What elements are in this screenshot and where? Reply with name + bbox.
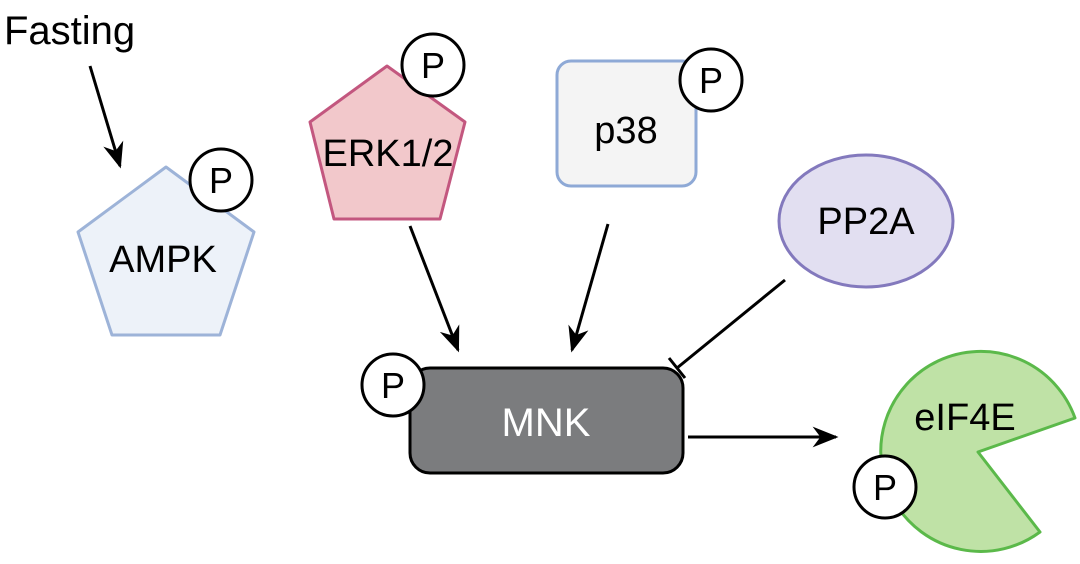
phospho-circle [678,47,744,113]
ampk-node: AMPK P [76,147,256,337]
phospho-label: P [699,60,723,101]
erk-node: ERK1/2 P [308,32,467,221]
phospho-circle [852,454,918,520]
eif4e-node: eIF4E P [852,349,1077,553]
erk-to-mnk-arrow [408,225,460,353]
p38-node: p38 P [555,47,744,188]
phospho-circle [188,147,254,213]
erk-label: ERK1/2 [323,133,454,175]
pp2a-inhibits-mnk [676,278,786,370]
phospho-label: P [873,467,897,508]
p38-to-mnk-arrow [568,223,610,353]
pp2a-label: PP2A [817,201,915,243]
phospho-label: P [381,365,405,406]
fasting-label: Fasting [4,9,135,53]
phospho-label: P [421,45,445,86]
ampk-label: AMPK [109,239,217,281]
mnk-label: MNK [502,401,591,445]
mnk-node: MNK P [360,352,685,475]
fasting-to-ampk-arrow [88,65,124,169]
phospho-circle [400,32,466,98]
phospho-circle [360,352,426,418]
phospho-label: P [209,160,233,201]
p38-label: p38 [594,110,657,152]
eif4e-label: eIF4E [914,397,1015,439]
inhibition-bar [667,357,687,379]
pp2a-node: PP2A [777,153,955,289]
